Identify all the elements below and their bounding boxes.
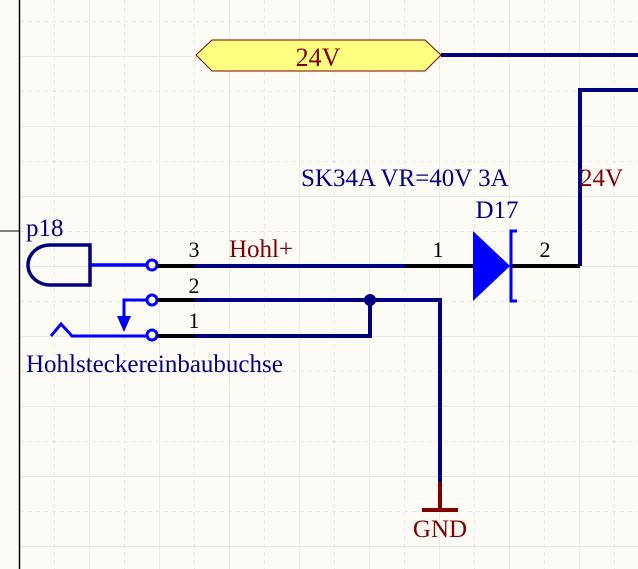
pin3-contact	[145, 258, 159, 272]
pin2-contact	[145, 293, 159, 307]
connector-p18[interactable]: 3 2 1 p18 Hohlsteckereinbaubuchse	[26, 215, 283, 378]
diode-comment: SK34A VR=40V 3A	[301, 165, 509, 192]
switch-arrow-icon	[117, 316, 131, 332]
pin-number-1: 1	[189, 308, 200, 333]
pin-number-2: 2	[189, 273, 200, 298]
diode-designator: D17	[475, 197, 518, 224]
wire-sleeve[interactable]	[195, 300, 372, 338]
net-label-24v[interactable]: 24V	[580, 165, 623, 192]
wire-24v-right[interactable]	[578, 88, 638, 266]
connector-designator: p18	[26, 215, 64, 242]
power-port-label: 24V	[296, 43, 341, 72]
wire-gnd[interactable]	[195, 298, 442, 482]
switch-lead	[122, 298, 147, 322]
diode-pin-number-2: 2	[540, 237, 551, 262]
junction-dot	[364, 294, 376, 306]
diode-anode-triangle-icon	[473, 231, 510, 301]
diode-schottky-cathode-bar	[509, 229, 517, 303]
grid	[19, 0, 638, 569]
diode-d17[interactable]: 1 2 D17 SK34A VR=40V 3A	[301, 165, 580, 303]
connector-comment: Hohlsteckereinbaubuchse	[26, 351, 283, 378]
net-label-hohl-plus[interactable]: Hohl+	[229, 236, 293, 263]
sleeve-contact	[49, 321, 147, 338]
ground-symbol[interactable]: GND	[413, 482, 467, 543]
diode-pin-number-1: 1	[433, 237, 444, 262]
pin-number-3: 3	[189, 237, 200, 262]
ground-label: GND	[413, 516, 467, 543]
pin1-contact	[145, 328, 159, 342]
barrel-plug-body	[26, 243, 92, 287]
power-port-24v[interactable]: 24V	[195, 39, 442, 72]
